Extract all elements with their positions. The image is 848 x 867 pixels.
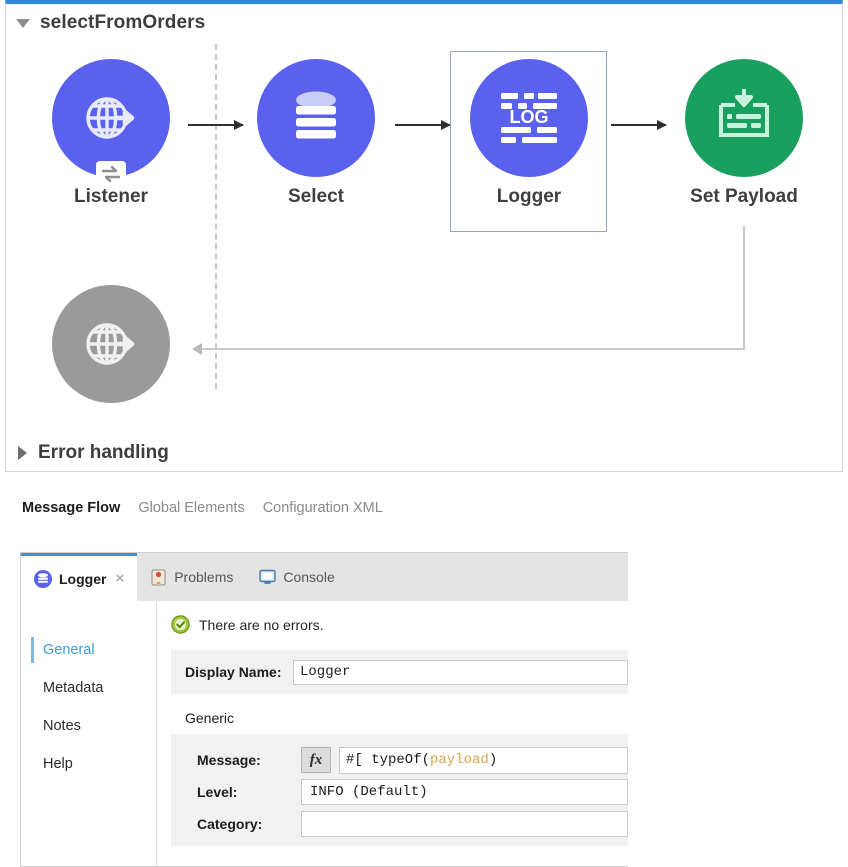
node-label-set-payload: Set Payload — [690, 186, 798, 207]
properties-sidebar-item-notes[interactable]: Notes — [43, 718, 81, 734]
view-tab-logger-close-icon[interactable]: × — [115, 570, 125, 587]
error-handling-section[interactable]: Error handling — [18, 442, 169, 464]
flow-title: selectFromOrders — [40, 12, 206, 33]
generic-group-title: Generic — [185, 710, 235, 726]
node-label-logger: Logger — [496, 186, 562, 207]
return-path-horizontal — [202, 348, 745, 350]
svg-text:LOG: LOG — [510, 107, 549, 127]
properties-sidebar: General Metadata Notes Help — [21, 601, 157, 866]
editor-tabbar: Message Flow Global Elements Configurati… — [22, 500, 383, 516]
connector-logger-to-setpayload — [611, 120, 667, 130]
display-name-input[interactable]: Logger — [293, 659, 628, 685]
category-input[interactable] — [301, 811, 628, 837]
level-row: Level: INFO (Default) — [171, 776, 628, 808]
level-label: Level: — [197, 784, 238, 800]
tab-configuration-xml[interactable]: Configuration XML — [262, 500, 383, 516]
node-label-listener: Listener — [74, 186, 148, 207]
properties-sidebar-item-help[interactable]: Help — [43, 756, 73, 772]
view-tabbar: Logger × Problems Console — [21, 553, 628, 601]
validation-status-text: There are no errors. — [199, 616, 324, 633]
connector-listener-to-select — [188, 120, 244, 130]
message-label: Message: — [197, 752, 261, 768]
flow-canvas[interactable]: selectFromOrders — [5, 0, 843, 472]
logger-node-circle[interactable]: LOG — [470, 59, 588, 177]
flow-node-select[interactable]: Select — [253, 59, 379, 208]
flow-collapse-triangle-down-icon[interactable] — [16, 18, 30, 28]
tab-message-flow[interactable]: Message Flow — [22, 500, 121, 516]
view-tab-problems-label: Problems — [174, 569, 234, 585]
fx-toggle-button[interactable]: fx — [301, 747, 331, 773]
expr-suffix: ) — [488, 752, 498, 768]
properties-sidebar-item-metadata[interactable]: Metadata — [43, 680, 104, 696]
listener-node-circle[interactable] — [52, 59, 170, 187]
log-icon: LOG — [501, 93, 557, 143]
message-expression-input[interactable]: #[ typeOf(payload) — [339, 746, 628, 774]
view-tab-problems[interactable]: Problems — [137, 553, 246, 601]
set-payload-icon — [719, 89, 769, 137]
error-handling-label: Error handling — [38, 442, 169, 463]
return-path-arrowhead — [192, 343, 202, 355]
display-name-block: Display Name: Logger — [171, 650, 628, 694]
bottom-panel: Logger × Problems Console — [20, 552, 628, 867]
flow-node-response[interactable] — [48, 285, 174, 412]
generic-group: Message: fx #[ typeOf(payload) Level: IN… — [171, 734, 628, 846]
console-icon — [259, 569, 277, 584]
logger-icon — [34, 569, 52, 588]
node-label-select: Select — [288, 186, 344, 207]
connector-select-to-logger — [395, 120, 451, 130]
flow-node-logger[interactable]: LOG Logger — [466, 59, 592, 208]
expr-variable: payload — [430, 752, 489, 768]
display-name-row: Display Name: Logger — [171, 659, 628, 685]
view-tab-console-label: Console — [283, 569, 335, 585]
display-name-label: Display Name: — [185, 664, 282, 680]
level-select[interactable]: INFO (Default) — [301, 779, 628, 805]
exchange-icon — [101, 165, 121, 183]
flow-node-listener[interactable]: Listener — [48, 59, 174, 208]
globe-arrow-icon — [86, 97, 135, 139]
response-node-circle[interactable] — [52, 285, 170, 403]
properties-panel: General Metadata Notes Help There are no… — [21, 601, 628, 866]
flow-header: selectFromOrders — [16, 12, 205, 34]
flow-node-set-payload[interactable]: Set Payload — [681, 59, 807, 208]
database-icon — [296, 91, 336, 139]
tab-global-elements[interactable]: Global Elements — [138, 500, 245, 516]
message-row: Message: fx #[ typeOf(payload) — [171, 744, 628, 776]
set-payload-node-circle[interactable] — [685, 59, 803, 177]
view-tab-console[interactable]: Console — [246, 553, 347, 601]
properties-content: There are no errors. Display Name: Logge… — [157, 601, 628, 866]
view-tab-logger[interactable]: Logger × — [21, 553, 138, 601]
validation-status: There are no errors. — [171, 615, 628, 634]
category-row: Category: — [171, 808, 628, 840]
ok-check-icon — [171, 615, 190, 634]
logger-selection-box — [450, 51, 607, 232]
globe-arrow-icon — [86, 323, 135, 365]
properties-sidebar-item-general[interactable]: General — [21, 631, 156, 669]
view-tab-logger-label: Logger — [59, 570, 107, 587]
listener-exchange-badge — [96, 161, 126, 187]
select-node-circle[interactable] — [257, 59, 375, 177]
error-handling-triangle-right-icon[interactable] — [18, 446, 27, 460]
problems-icon — [151, 569, 166, 585]
source-process-divider — [215, 44, 217, 389]
expr-prefix: #[ typeOf( — [346, 752, 431, 768]
return-path-vertical — [743, 226, 745, 349]
category-label: Category: — [197, 816, 263, 832]
